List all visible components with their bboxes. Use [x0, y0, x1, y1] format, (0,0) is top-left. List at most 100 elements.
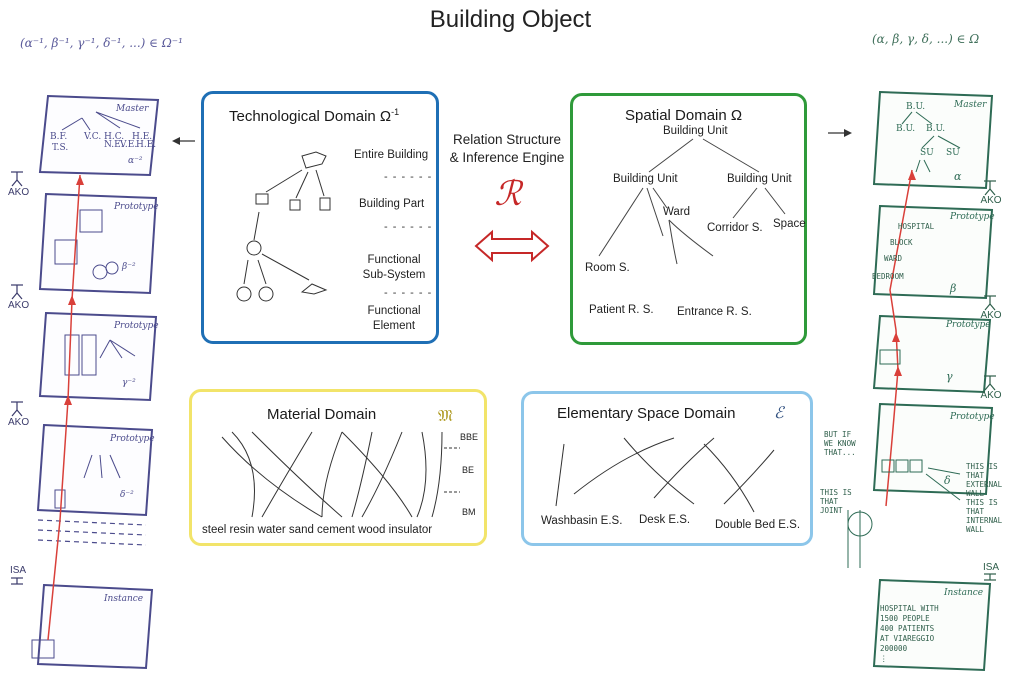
elementary-space-domain-symbol: ℰ	[774, 403, 784, 422]
right-greek-beta: β	[950, 282, 957, 295]
material-domain-symbol: 𝔐	[438, 406, 453, 425]
level-functional-element-2: Element	[372, 320, 416, 332]
elementary-double-bed: Double Bed E.S.	[715, 519, 801, 531]
left-stack-sketch	[11, 94, 195, 670]
spatial-patient-room: Patient R. S.	[589, 304, 654, 316]
right-note-question: BUT IF WE KNOW THAT...	[824, 430, 856, 457]
right-instance-line-4: AT VIAREGGIO	[880, 634, 935, 643]
level-functional-element-1: Functional	[367, 305, 421, 317]
spatial-tree-sketch	[598, 138, 786, 265]
left-superscript-beta: β⁻²	[122, 262, 136, 272]
material-level-bbe: BBE	[460, 432, 479, 442]
right-instance-line-1: HOSPITAL WITH	[880, 604, 939, 613]
level-functional-subsystem-2: Sub-System	[362, 269, 426, 281]
right-link-ako-2: AKO	[980, 310, 1002, 321]
spatial-corridor: Corridor S.	[707, 222, 763, 234]
spatial-space: Space	[773, 218, 806, 230]
right-instance-title: Instance	[944, 588, 984, 598]
left-instance-title: Instance	[104, 594, 144, 604]
right-master-bu-root: B.U.	[906, 102, 926, 112]
left-link-ako-3: AKO	[8, 417, 30, 428]
left-prototype-title-3: Prototype	[110, 434, 155, 444]
right-master-su-1: SU	[920, 148, 934, 158]
left-superscript-alpha: α⁻²	[128, 156, 143, 166]
relation-symbol: ℛ	[494, 174, 522, 214]
left-link-ako-2: AKO	[8, 300, 30, 311]
right-note-joint: THIS IS THAT JOINT	[820, 488, 852, 515]
right-greek-delta: δ	[944, 474, 951, 487]
right-master-title: Master	[954, 100, 987, 110]
elementary-washbasin: Washbasin E.S.	[541, 515, 623, 527]
left-master-label-ts: T.S.	[52, 143, 69, 153]
spatial-root-unit: Building Unit	[663, 125, 728, 137]
left-formula: (α⁻¹, β⁻¹, γ⁻¹, δ⁻¹, ...) ∈ Ω⁻¹	[20, 36, 183, 50]
material-domain-box: Material Domain 𝔐 BBE BE BM steel resin …	[189, 389, 487, 546]
right-prototype-card-2	[872, 314, 992, 394]
right-prototype-card-1	[872, 204, 994, 300]
right-instance-line-6: ⋮	[880, 654, 888, 663]
elementary-desk: Desk E.S.	[639, 514, 691, 526]
technological-domain-box: Technological Domain Ω-1 Entire Building…	[201, 91, 439, 344]
right-proto-block: BLOCK	[890, 238, 913, 247]
right-greek-gamma: γ	[946, 370, 953, 383]
material-level-bm: BM	[462, 507, 476, 517]
right-arrow-icon	[828, 129, 852, 137]
left-master-label-hc: H.C.	[104, 132, 125, 142]
right-master-bu-right: B.U.	[926, 124, 946, 134]
relation-label-line1: Relation Structure	[452, 132, 562, 147]
left-master-label-vc: V.C.	[84, 132, 102, 142]
left-master-label-bf: B.F.	[50, 132, 68, 142]
right-link-isa: ISA	[982, 562, 1000, 573]
spatial-building-unit-right: Building Unit	[727, 173, 792, 185]
right-proto-hospital: HOSPITAL	[898, 222, 935, 231]
right-instance-line-5: 200000	[880, 644, 908, 653]
left-prototype-card-3	[36, 423, 154, 517]
left-link-ako-1: AKO	[8, 187, 30, 198]
right-prototype-title-3: Prototype	[950, 412, 995, 422]
elementary-space-domain-box: Elementary Space Domain ℰ Washbasin E.S.…	[521, 391, 813, 546]
spatial-room: Room S.	[585, 262, 630, 274]
material-domain-title: Material Domain	[267, 406, 377, 423]
right-prototype-title-1: Prototype	[950, 212, 995, 222]
level-separator-3: - - - - - -	[384, 287, 433, 299]
left-master-card	[38, 94, 160, 177]
level-building-part: Building Part	[359, 198, 425, 210]
elementary-space-domain-title: Elementary Space Domain	[557, 405, 736, 422]
right-instance-line-2: 1500 PEOPLE	[880, 614, 930, 623]
right-note-internal-wall: THIS IS THAT INTERNAL WALL	[966, 498, 1003, 534]
technological-tree-sketch	[236, 151, 331, 302]
left-prototype-title-1: Prototype	[114, 202, 159, 212]
right-stack-sketch	[847, 90, 996, 672]
spatial-domain-box: Spatial Domain Ω Building Unit Building …	[570, 93, 807, 345]
double-arrow-icon	[474, 229, 550, 263]
spatial-ward: Ward	[663, 206, 691, 218]
right-formula: (α, β, γ, δ, ...) ∈ Ω	[872, 32, 980, 46]
level-separator-1: - - - - - -	[384, 171, 433, 183]
left-master-label-he-2: H.E.	[136, 140, 157, 150]
right-master-card	[872, 90, 994, 190]
technological-domain-title: Technological Domain Ω-1	[229, 107, 400, 125]
material-list: steel resin water sand cement wood insul…	[202, 524, 433, 536]
right-master-bu-left: B.U.	[896, 124, 916, 134]
material-level-be: BE	[462, 465, 475, 475]
right-proto-ward: WARD	[884, 254, 903, 263]
spatial-building-unit-left: Building Unit	[613, 173, 678, 185]
right-instance-line-3: 400 PATIENTS	[880, 624, 935, 633]
right-note-external-wall: THIS IS THAT EXTERNAL WALL	[966, 462, 1003, 498]
left-master-label-ne: N.E.	[104, 140, 124, 150]
left-superscript-gamma: γ⁻²	[122, 378, 136, 388]
left-master-label-ve: V.E.	[120, 140, 138, 150]
right-greek-alpha: α	[954, 170, 962, 183]
relation-label-line2: & Inference Engine	[449, 150, 565, 165]
left-master-label-he: H.E.	[132, 132, 153, 142]
level-entire-building: Entire Building	[354, 149, 429, 161]
right-master-su-2: SU	[946, 148, 960, 158]
page-title: Building Object	[429, 6, 592, 33]
left-prototype-card-1	[38, 192, 158, 295]
right-link-ako-1: AKO	[980, 195, 1002, 206]
left-master-title: Master	[116, 104, 149, 114]
level-separator-2: - - - - - -	[384, 221, 433, 233]
spatial-entrance-room: Entrance R. S.	[677, 306, 752, 318]
elementary-lines-sketch	[555, 437, 775, 513]
right-link-ako-3: AKO	[980, 390, 1002, 401]
